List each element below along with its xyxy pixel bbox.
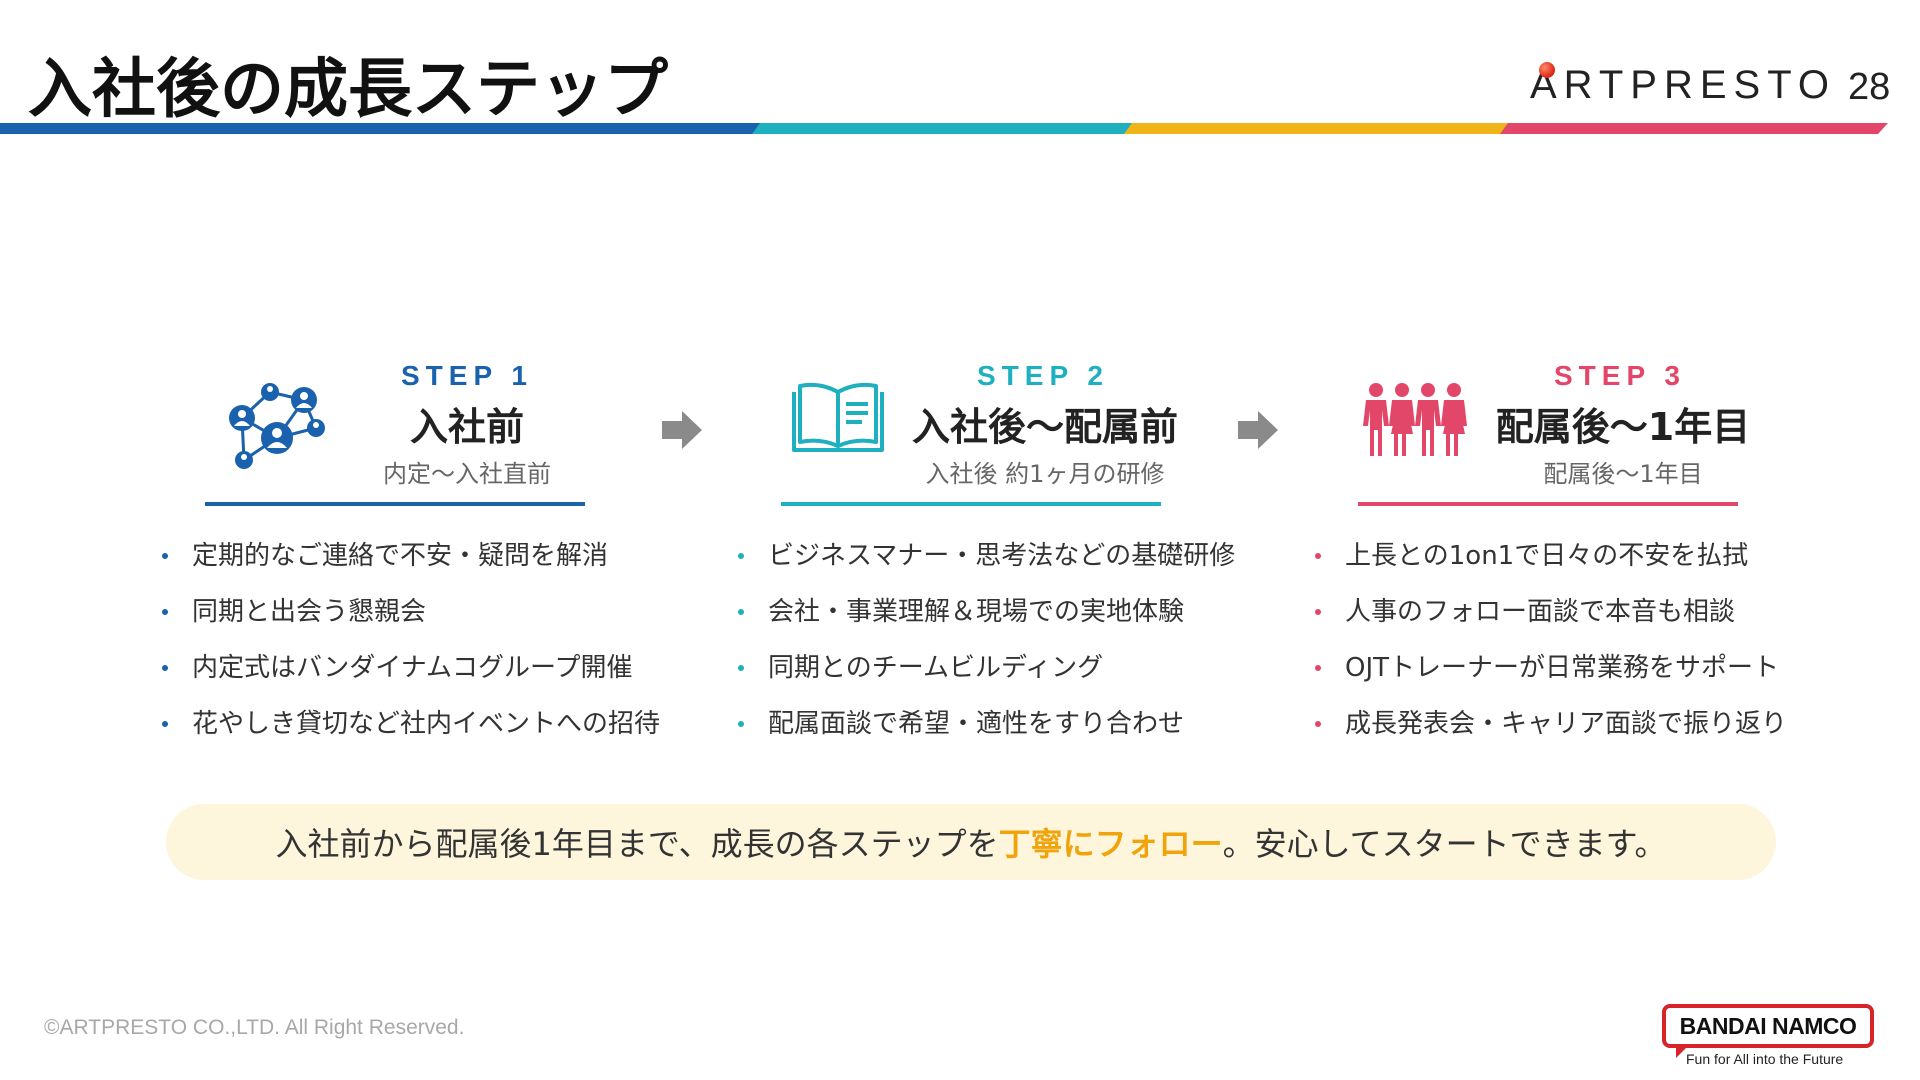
step-label: STEP 3	[1554, 360, 1686, 391]
list-item: 配属面談で希望・適性をすり合わせ	[736, 696, 1235, 752]
step-underline	[205, 502, 585, 506]
step-title: 入社前	[409, 405, 525, 449]
bullet-dot-icon	[738, 553, 744, 559]
arrow-right-icon	[1238, 411, 1278, 449]
step-label: STEP 1	[401, 360, 533, 391]
list-item: 成長発表会・キャリア面談で振り返り	[1313, 696, 1787, 752]
open-book-icon	[788, 380, 888, 464]
list-item-text: 配属面談で希望・適性をすり合わせ	[768, 709, 1185, 739]
step-title: 配属後〜1年目	[1495, 405, 1751, 449]
step-label: STEP 2	[977, 360, 1109, 391]
list-item-text: 会社・事業理解＆現場での実地体験	[768, 597, 1185, 627]
list-item-text: ビジネスマナー・思考法などの基礎研修	[768, 541, 1236, 571]
step-subtitle: 入社後 約1ヶ月の研修	[925, 460, 1165, 488]
step-title: 入社後〜配属前	[911, 405, 1179, 449]
step-3-column: STEP 3 配属後〜1年目 配属後〜1年目 上長との1on1で日々の不安を払拭…	[1313, 360, 1833, 740]
list-item: 人事のフォロー面談で本音も相談	[1313, 584, 1787, 640]
artpresto-logo-text: ARTPRESTO	[1530, 62, 1837, 107]
artpresto-logo: ARTPRESTO	[1530, 60, 1836, 110]
header-rule-blue	[0, 123, 760, 134]
step-2-column: STEP 2 入社後〜配属前 入社後 約1ヶ月の研修 ビジネスマナー・思考法など…	[736, 360, 1256, 740]
list-item-text: 花やしき貸切など社内イベントへの招待	[192, 709, 661, 739]
list-item: 会社・事業理解＆現場での実地体験	[736, 584, 1235, 640]
bandai-namco-logo: BANDAI NAMCO	[1662, 1004, 1874, 1058]
list-item: 定期的なご連絡で不安・疑問を解消	[160, 528, 660, 584]
step-underline	[1358, 502, 1738, 506]
bullet-dot-icon	[1315, 609, 1321, 615]
banner-text-after: 。安心してスタートできます。	[1222, 825, 1667, 863]
bullet-dot-icon	[1315, 553, 1321, 559]
step-bullet-list: 定期的なご連絡で不安・疑問を解消 同期と出会う懇親会 内定式はバンダイナムコグル…	[160, 528, 660, 752]
step-subtitle: 内定〜入社直前	[383, 460, 551, 488]
list-item-text: 上長との1on1で日々の不安を払拭	[1345, 541, 1749, 571]
logo-dot-icon	[1539, 62, 1555, 78]
bullet-dot-icon	[162, 553, 168, 559]
bullet-dot-icon	[1315, 721, 1321, 727]
header-rule-pink	[1500, 123, 1888, 134]
bullet-dot-icon	[162, 665, 168, 671]
copyright-text: ©ARTPRESTO CO.,LTD. All Right Reserved.	[44, 1016, 465, 1039]
list-item: 花やしき貸切など社内イベントへの招待	[160, 696, 660, 752]
bandai-namco-tagline: Fun for All into the Future	[1686, 1051, 1844, 1067]
bullet-dot-icon	[738, 609, 744, 615]
list-item-text: 同期とのチームビルディング	[768, 653, 1104, 683]
list-item-text: 内定式はバンダイナムコグループ開催	[192, 653, 633, 683]
list-item: OJTトレーナーが日常業務をサポート	[1313, 640, 1787, 696]
bullet-dot-icon	[738, 665, 744, 671]
header-rule-teal	[752, 123, 1132, 134]
bandai-namco-logo-text: BANDAI NAMCO	[1679, 1012, 1857, 1039]
page-number: 28	[1848, 66, 1891, 108]
list-item-text: 成長発表会・キャリア面談で振り返り	[1345, 709, 1788, 739]
banner-highlight: 丁寧にフォロー	[998, 825, 1223, 863]
list-item-text: 人事のフォロー面談で本音も相談	[1345, 597, 1736, 627]
list-item-text: OJTトレーナーが日常業務をサポート	[1345, 653, 1780, 683]
bullet-dot-icon	[162, 721, 168, 727]
list-item-text: 定期的なご連絡で不安・疑問を解消	[192, 541, 609, 571]
list-item-text: 同期と出会う懇親会	[192, 597, 427, 627]
step-subtitle: 配属後〜1年目	[1543, 460, 1703, 488]
list-item: 内定式はバンダイナムコグループ開催	[160, 640, 660, 696]
arrow-right-icon	[662, 411, 702, 449]
step-underline	[781, 502, 1161, 506]
step-bullet-list: ビジネスマナー・思考法などの基礎研修 会社・事業理解＆現場での実地体験 同期との…	[736, 528, 1235, 752]
page-title: 入社後の成長ステップ	[28, 53, 668, 127]
header-rule-yellow	[1124, 123, 1508, 134]
bullet-dot-icon	[162, 609, 168, 615]
network-people-icon	[222, 380, 332, 480]
list-item: 同期とのチームビルディング	[736, 640, 1235, 696]
step-1-column: STEP 1 入社前 内定〜入社直前 定期的なご連絡で不安・疑問を解消 同期と出…	[160, 360, 680, 740]
bullet-dot-icon	[1315, 665, 1321, 671]
people-group-icon	[1363, 380, 1467, 464]
list-item: 上長との1on1で日々の不安を払拭	[1313, 528, 1787, 584]
list-item: ビジネスマナー・思考法などの基礎研修	[736, 528, 1235, 584]
banner-text-before: 入社前から配属後1年目まで、成長の各ステップを	[275, 825, 999, 863]
bullet-dot-icon	[738, 721, 744, 727]
summary-banner: 入社前から配属後1年目まで、成長の各ステップを丁寧にフォロー。安心してスタートで…	[166, 804, 1776, 880]
step-bullet-list: 上長との1on1で日々の不安を払拭 人事のフォロー面談で本音も相談 OJTトレー…	[1313, 528, 1787, 752]
list-item: 同期と出会う懇親会	[160, 584, 660, 640]
